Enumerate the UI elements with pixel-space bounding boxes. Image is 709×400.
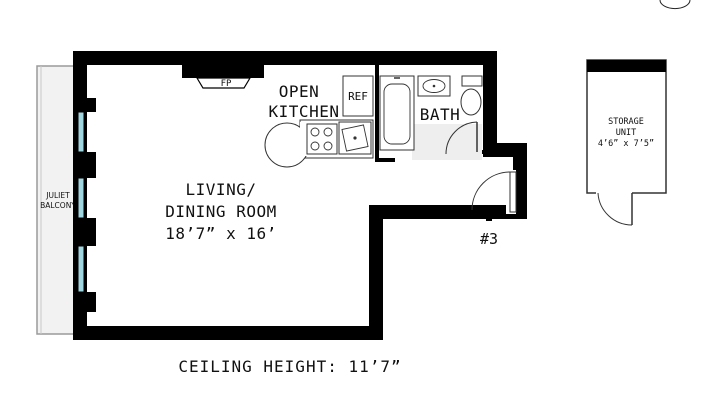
balcony-label-2: BALCONY bbox=[40, 201, 76, 210]
kitchen-label-2: KITCHEN bbox=[269, 102, 340, 121]
refrigerator: REF bbox=[342, 75, 374, 117]
living-dims: 18’7” x 16’ bbox=[165, 224, 276, 243]
bathtub bbox=[379, 75, 415, 151]
bath-left-wall bbox=[375, 60, 379, 160]
bath-label: BATH bbox=[420, 105, 461, 124]
living-label-1: LIVING/ bbox=[186, 180, 257, 199]
living-label-2: DINING ROOM bbox=[165, 202, 276, 221]
bath-sink bbox=[417, 75, 451, 97]
window-3 bbox=[77, 245, 85, 293]
juliet-balcony: JULIET BALCONY bbox=[36, 65, 80, 335]
balcony-label-1: JULIET bbox=[45, 191, 70, 200]
window-2 bbox=[77, 177, 85, 219]
fireplace-label: FP bbox=[221, 79, 232, 89]
compass-fragment bbox=[659, 0, 691, 10]
window-group bbox=[77, 98, 96, 312]
bath-door bbox=[445, 121, 478, 155]
storage-unit: STORAGE UNIT 4’6” x 7’5” bbox=[586, 59, 667, 226]
unit-number: #3 bbox=[480, 230, 498, 248]
storage-label-1: STORAGE bbox=[608, 117, 644, 127]
bath-floor bbox=[412, 124, 482, 160]
fireplace: FP bbox=[182, 64, 264, 89]
window-1 bbox=[77, 111, 85, 153]
ref-label: REF bbox=[348, 90, 368, 103]
storage-label-2: UNIT bbox=[616, 128, 636, 138]
ceiling-height: CEILING HEIGHT: 11’7” bbox=[178, 357, 401, 376]
toilet bbox=[460, 75, 483, 116]
storage-dims: 4’6” x 7’5” bbox=[598, 139, 654, 149]
stove bbox=[306, 123, 338, 155]
kitchen-label-1: OPEN bbox=[279, 82, 320, 101]
apartment-walls bbox=[73, 51, 527, 340]
entry-door bbox=[471, 170, 517, 214]
kitchen-sink bbox=[338, 121, 372, 155]
entry-arrow-icon bbox=[482, 206, 496, 221]
